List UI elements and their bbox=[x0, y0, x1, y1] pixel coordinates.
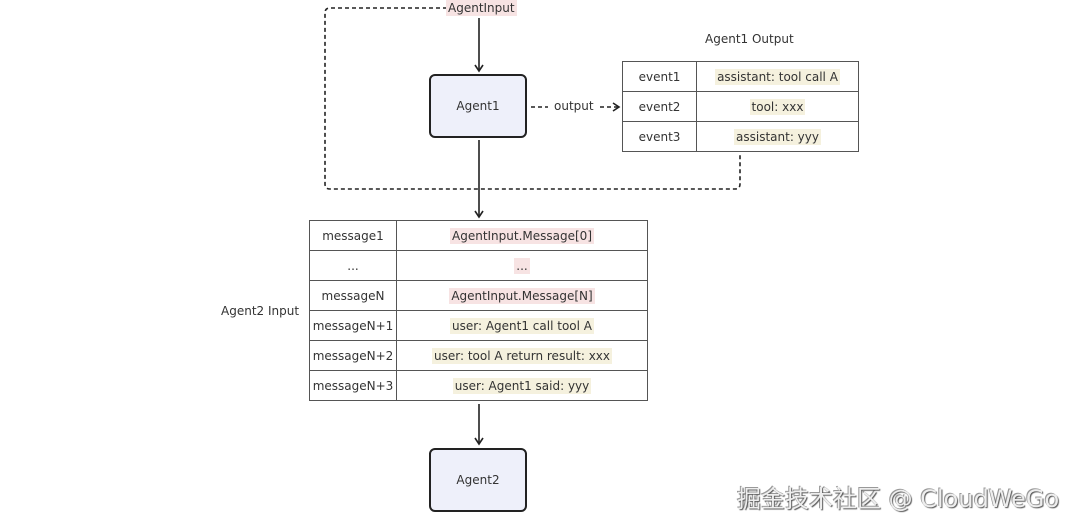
agent1-output-table: event1 assistant: tool call A event2 too… bbox=[622, 61, 859, 152]
table-row: messageN+1 user: Agent1 call tool A bbox=[309, 310, 648, 341]
agent2-node[interactable]: Agent2 bbox=[429, 448, 527, 512]
event-content: tool: xxx bbox=[749, 98, 806, 115]
message-id-cell: ... bbox=[309, 250, 397, 281]
message-id-cell: messageN+3 bbox=[309, 370, 397, 401]
message-content: user: Agent1 said: yyy bbox=[452, 377, 592, 394]
table-row: messageN+2 user: tool A return result: x… bbox=[309, 340, 648, 371]
table-row: messageN+3 user: Agent1 said: yyy bbox=[309, 370, 648, 401]
message-content-cell: ... bbox=[396, 250, 648, 281]
event-id-cell: event3 bbox=[622, 121, 697, 152]
watermark: 掘金技术社区 @ CloudWeGo bbox=[737, 485, 1060, 513]
table-row: event2 tool: xxx bbox=[622, 91, 859, 122]
agent1-node[interactable]: Agent1 bbox=[429, 74, 527, 138]
message-content: user: tool A return result: xxx bbox=[432, 347, 612, 364]
output-label: output bbox=[554, 99, 594, 113]
message-content: AgentInput.Message[0] bbox=[450, 227, 594, 244]
message-content: user: Agent1 call tool A bbox=[450, 317, 594, 334]
agent2-input-title: Agent2 Input bbox=[221, 304, 300, 318]
agent2-label: Agent2 bbox=[456, 473, 500, 487]
table-row: ... ... bbox=[309, 250, 648, 281]
agent1-output-title: Agent1 Output bbox=[705, 32, 794, 46]
table-row: event1 assistant: tool call A bbox=[622, 61, 859, 92]
message-content-cell: user: Agent1 call tool A bbox=[396, 310, 648, 341]
message-content-cell: user: tool A return result: xxx bbox=[396, 340, 648, 371]
event-id-cell: event2 bbox=[622, 91, 697, 122]
table-row: message1 AgentInput.Message[0] bbox=[309, 220, 648, 251]
table-row: event3 assistant: yyy bbox=[622, 121, 859, 152]
message-id-cell: message1 bbox=[309, 220, 397, 251]
agent2-input-table: message1 AgentInput.Message[0] ... ... m… bbox=[309, 220, 648, 401]
message-content-cell: AgentInput.Message[0] bbox=[396, 220, 648, 251]
agent-input-label: AgentInput bbox=[446, 0, 517, 16]
event-content-cell: assistant: tool call A bbox=[696, 61, 859, 92]
dashed-loop-connector bbox=[324, 7, 741, 190]
message-content: ... bbox=[514, 257, 530, 274]
event-content: assistant: yyy bbox=[734, 128, 821, 145]
message-id-cell: messageN+1 bbox=[309, 310, 397, 341]
event-content-cell: tool: xxx bbox=[696, 91, 859, 122]
message-id-cell: messageN+2 bbox=[309, 340, 397, 371]
message-content-cell: AgentInput.Message[N] bbox=[396, 280, 648, 311]
message-id-cell: messageN bbox=[309, 280, 397, 311]
event-id-cell: event1 bbox=[622, 61, 697, 92]
table-row: messageN AgentInput.Message[N] bbox=[309, 280, 648, 311]
event-content: assistant: tool call A bbox=[715, 68, 840, 85]
message-content-cell: user: Agent1 said: yyy bbox=[396, 370, 648, 401]
agent1-label: Agent1 bbox=[456, 99, 500, 113]
event-content-cell: assistant: yyy bbox=[696, 121, 859, 152]
message-content: AgentInput.Message[N] bbox=[449, 287, 595, 304]
